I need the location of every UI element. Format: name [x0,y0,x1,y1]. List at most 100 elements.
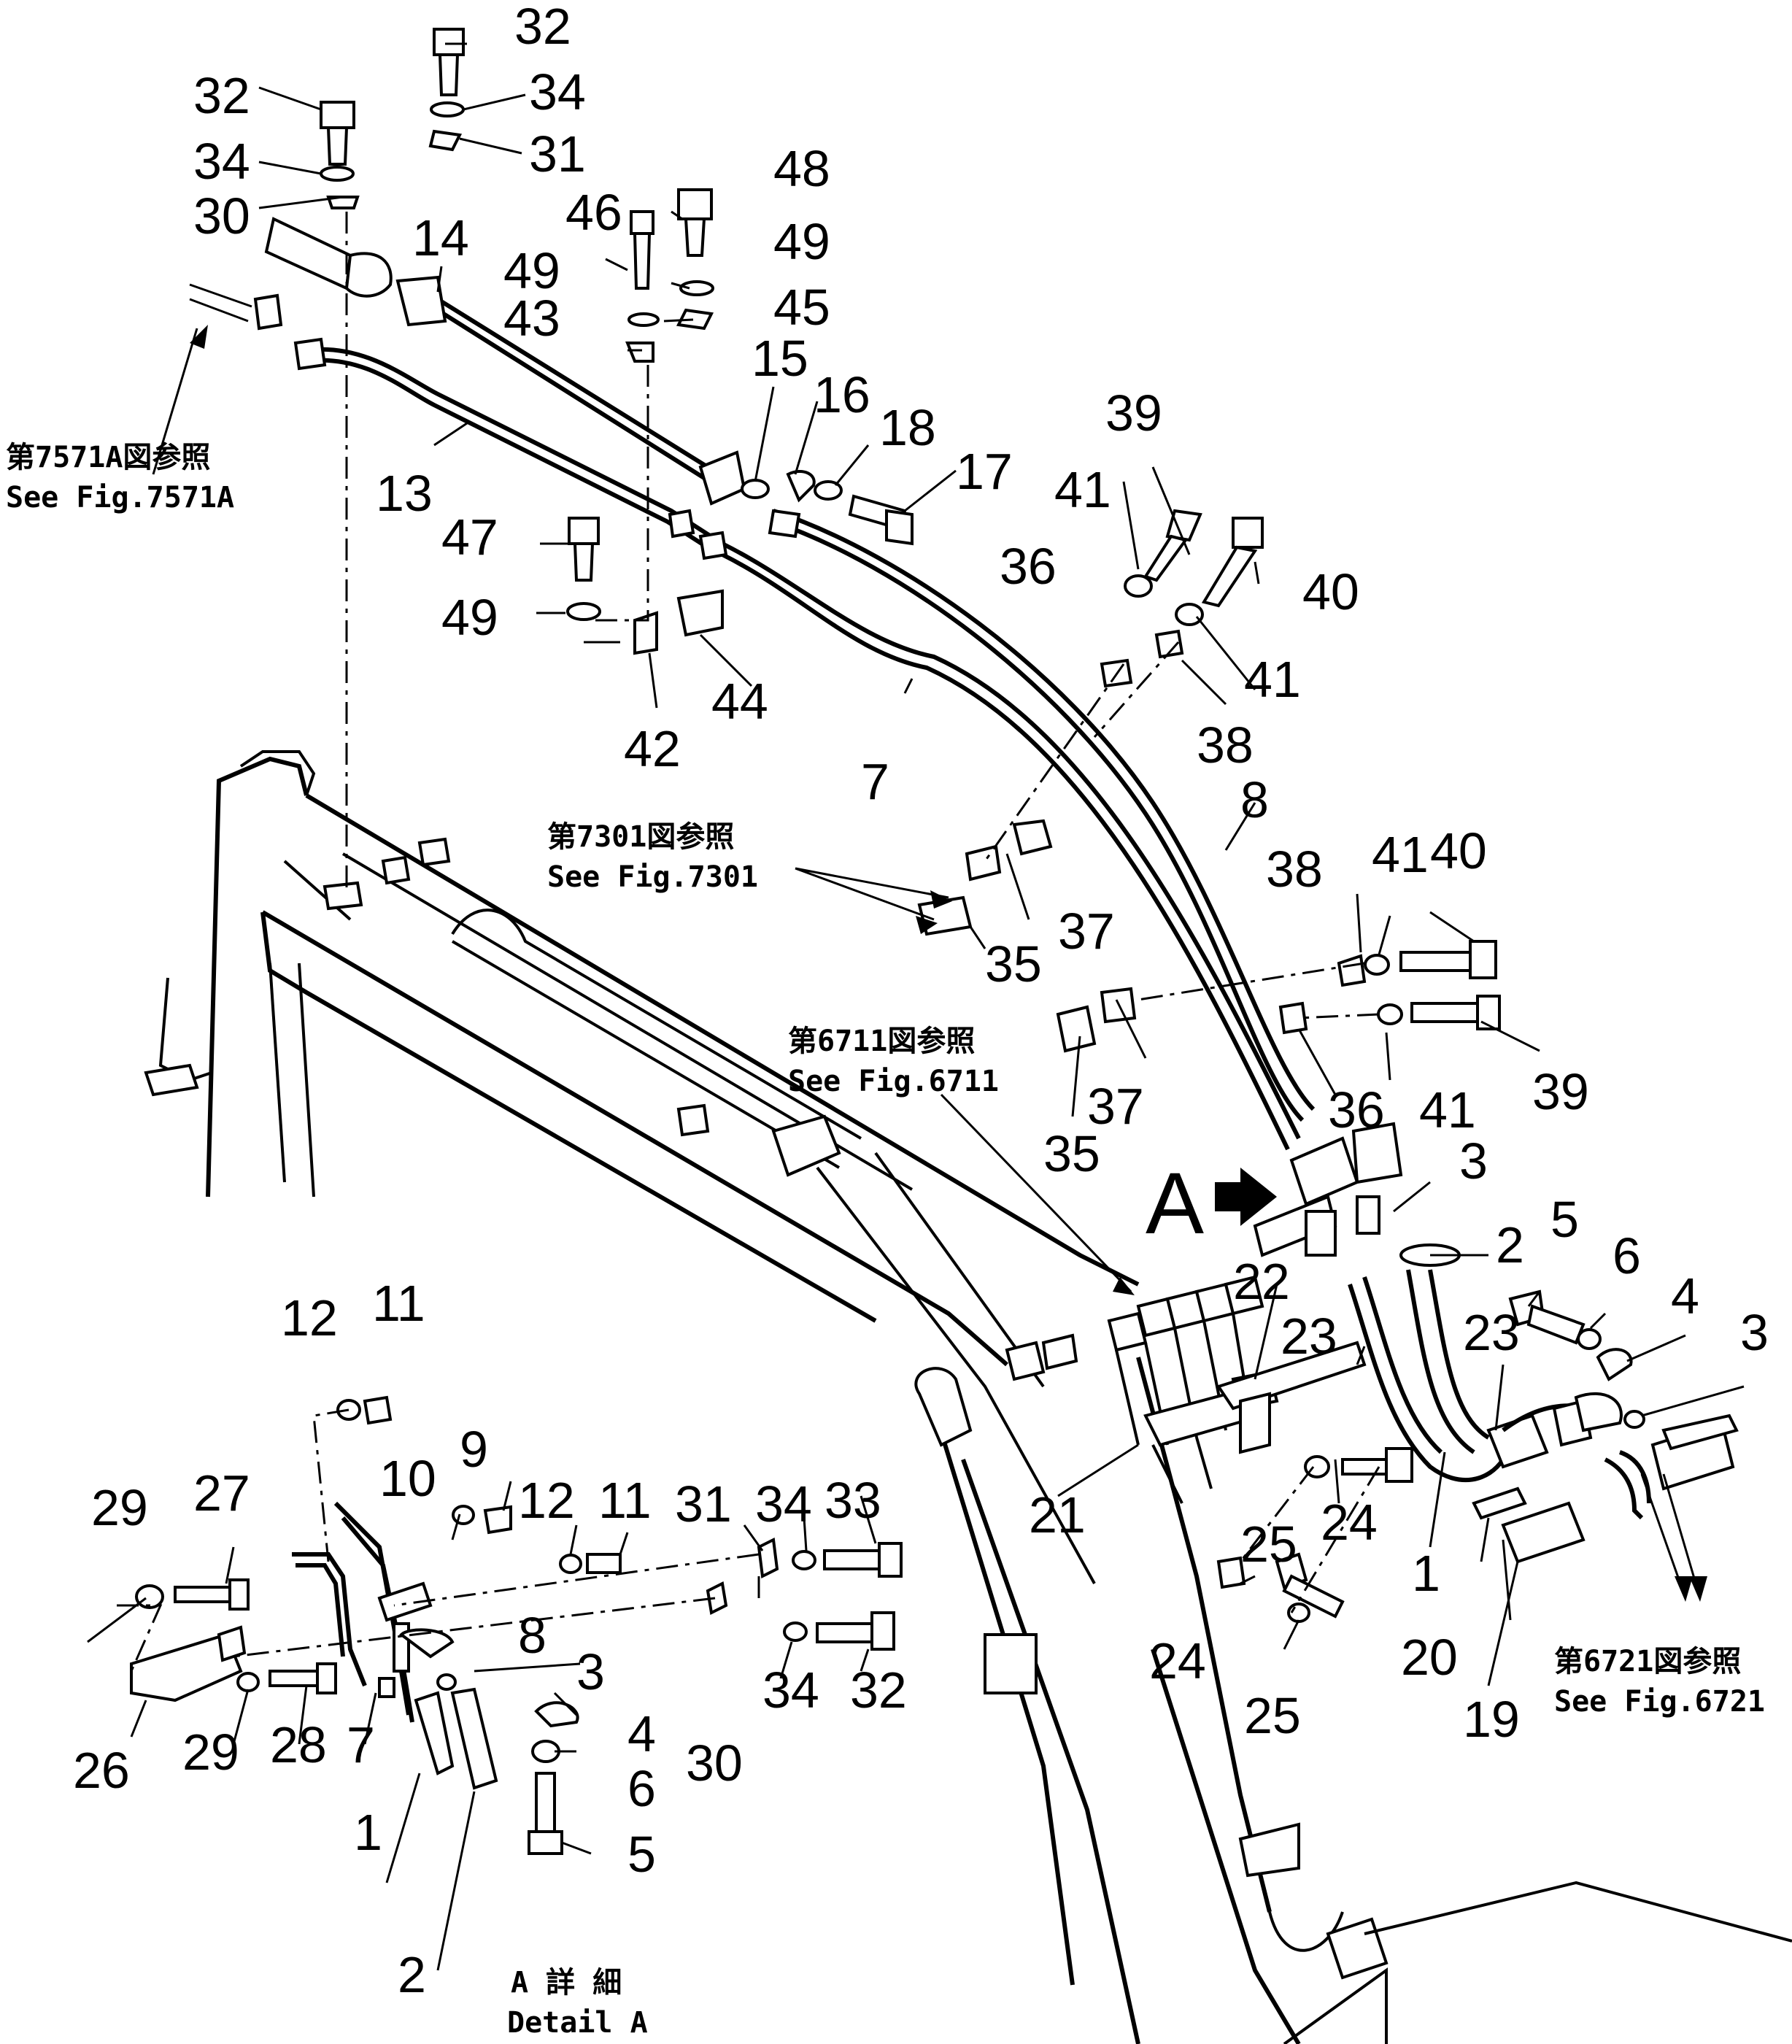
callout: 39 [1105,385,1162,441]
callout: 33 [824,1472,881,1529]
detail-caption-en: Detail A [507,2006,648,2040]
arrow-7571-head [190,325,208,349]
callout: 19 [1463,1691,1520,1748]
callout: 6 [1613,1227,1641,1284]
callout: 49 [503,242,560,299]
callout: 5 [627,1826,656,1883]
callout: 7 [347,1716,375,1773]
callout: 3 [1740,1304,1769,1361]
view-a-arrow [1215,1168,1277,1226]
callout: 32 [850,1662,907,1719]
callout: 24 [1321,1494,1378,1551]
callout: 44 [711,673,768,730]
valve-bank [1107,1275,1367,1504]
ref-7301-en: See Fig.7301 [547,860,758,894]
ref-7571-en: See Fig.7571A [6,481,234,514]
callout: 9 [460,1421,488,1478]
callout: 32 [193,67,250,124]
tube-13 [306,347,724,546]
callout: 35 [1043,1125,1100,1182]
callout: 36 [1000,538,1057,595]
fittings-a [1253,1122,1739,1564]
callout: 37 [1087,1078,1144,1135]
callout: 1 [1412,1545,1440,1602]
callout: 47 [441,509,498,566]
callout: 40 [1430,822,1487,879]
callout: 13 [376,465,433,522]
callout: 25 [1240,1516,1297,1573]
callout: 41 [1054,461,1111,518]
callout: 10 [379,1450,436,1507]
callout: 41 [1244,651,1301,708]
callout: 34 [755,1476,812,1532]
callout: 46 [565,184,622,241]
detail-caption-jp: A 詳 細 [511,1966,622,1999]
ref-6711-en: See Fig.6711 [788,1065,999,1098]
guide-lines [117,212,1380,1672]
callout: 22 [1233,1253,1290,1310]
ref-6721-en: See Fig.6721 [1554,1685,1765,1719]
callout: 41 [1419,1081,1476,1138]
callout: 1 [354,1804,382,1861]
callout: 42 [624,720,681,777]
callout: 35 [985,936,1042,992]
callout: 23 [1281,1308,1337,1365]
callout: 31 [675,1476,732,1532]
callout: 30 [686,1735,743,1792]
callout: 3 [576,1643,605,1700]
callout: 14 [412,209,469,266]
callout: 34 [529,63,586,120]
callout: 40 [1302,563,1359,620]
callout: 5 [1550,1191,1579,1248]
callout: 27 [193,1465,250,1522]
callout: 31 [529,126,586,182]
arrow-6721-head-1 [1675,1576,1693,1602]
ref-6721-jp: 第6721図参照 [1554,1645,1741,1678]
arrow-6721-head-2 [1689,1576,1707,1602]
callout: 12 [518,1472,575,1529]
callout: 32 [514,0,571,55]
callout: 24 [1149,1632,1206,1689]
callout: 43 [503,290,560,347]
callout: 6 [627,1760,656,1817]
callout: 36 [1328,1081,1385,1138]
callout: 8 [1240,771,1269,828]
ref-7571-jp: 第7571A図参照 [6,441,210,474]
ref-7301-jp: 第7301図参照 [547,820,734,854]
callout: 34 [762,1662,819,1719]
callout: 49 [773,213,830,270]
callout: 45 [773,279,830,336]
callout: 38 [1197,717,1254,774]
callout: 49 [441,589,498,646]
callout: 37 [1058,903,1115,960]
callout: 48 [773,140,830,197]
callout: 7 [861,753,889,810]
callout: 38 [1266,841,1323,898]
callout: 30 [193,188,250,244]
callout: 3 [1459,1133,1488,1189]
callout: 18 [879,399,936,456]
callout: 34 [193,133,250,190]
callout: 17 [956,443,1013,500]
hydraulic-lines [189,217,1316,1151]
figure-references: 第7571A図参照 See Fig.7571A 第7301図参照 See Fig… [6,441,1765,1719]
callout: 15 [752,330,808,387]
callout: 26 [73,1742,130,1799]
callout: 21 [1029,1486,1086,1543]
callout: 16 [814,366,870,423]
arrow-7301-head-2 [916,916,938,934]
reference-arrows [190,325,1707,1602]
callout: 28 [270,1716,327,1773]
callout: 25 [1244,1687,1301,1744]
callout: 29 [91,1479,148,1536]
callout: 12 [281,1289,338,1346]
callout: 2 [398,1946,426,2003]
callout: 39 [1532,1063,1589,1120]
callout: 4 [627,1705,656,1762]
callout: 20 [1401,1629,1458,1686]
leader-lines [87,42,1745,1971]
ref-6711-jp: 第6711図参照 [788,1025,975,1058]
callout-labels: 32 34 31 32 34 30 14 48 46 49 49 45 43 1… [73,0,1769,2003]
